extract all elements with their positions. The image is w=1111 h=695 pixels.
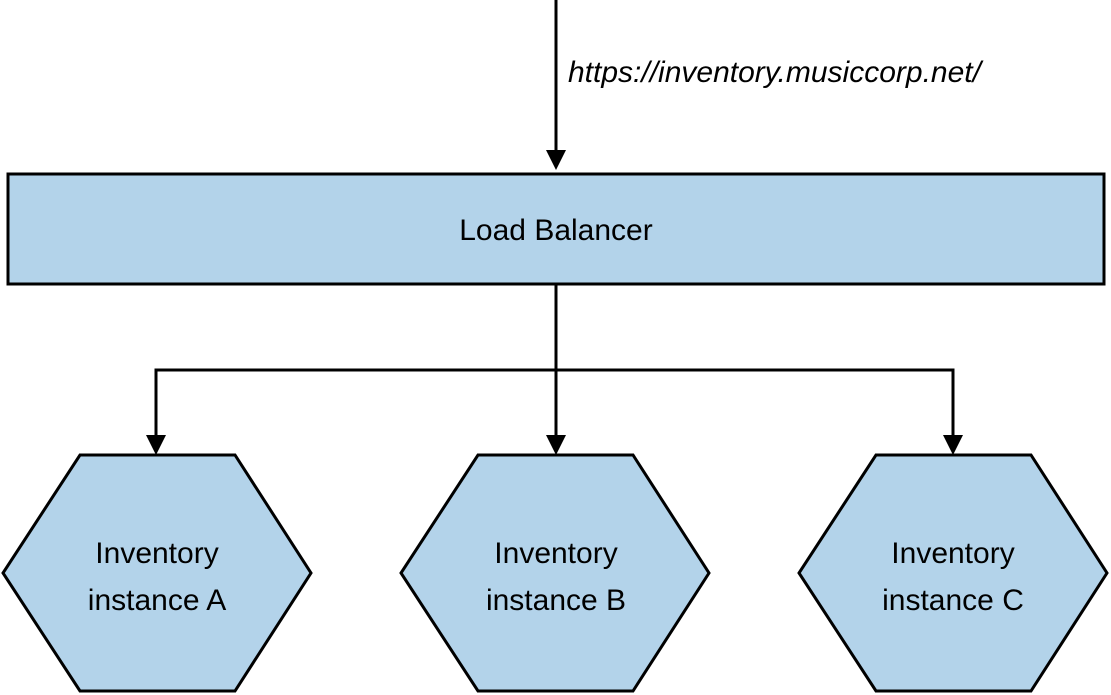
arrow-to-instance-a [146, 435, 166, 455]
inventory-instance-a: Inventory instance A [1, 453, 313, 693]
distribution-connectors [146, 284, 963, 455]
instance-b-line1: Inventory [494, 537, 617, 570]
arrow-to-instance-b [546, 435, 566, 455]
instance-a-line2: instance A [88, 584, 226, 617]
instance-c-line1: Inventory [891, 537, 1014, 570]
inventory-instance-b: Inventory instance B [399, 453, 711, 693]
load-balancer-label: Load Balancer [459, 214, 652, 247]
incoming-request-arrow [546, 0, 566, 170]
instance-a-line1: Inventory [95, 537, 218, 570]
arrow-to-instance-c [943, 435, 963, 455]
instance-c-line2: instance C [882, 584, 1024, 617]
inventory-instance-c: Inventory instance C [797, 453, 1109, 693]
load-balancer-box: Load Balancer [6, 172, 1106, 286]
instance-b-line2: instance B [486, 584, 626, 617]
request-url-label: https://inventory.musiccorp.net/ [568, 56, 984, 89]
